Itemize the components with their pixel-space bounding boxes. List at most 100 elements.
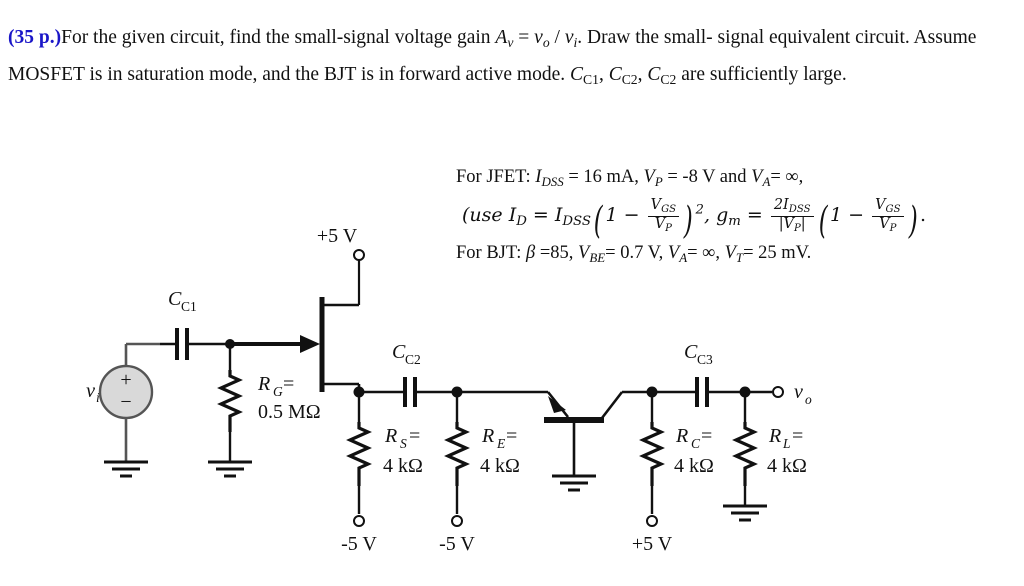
rg-equals: = — [283, 373, 294, 395]
paren-open-1: ( — [593, 199, 603, 243]
resistor-rc — [639, 422, 665, 486]
frac2-vp-sub: P — [889, 222, 897, 234]
problem-line1-b: . Draw the small- — [577, 27, 713, 48]
formula-period: . — [919, 203, 927, 226]
formula-idss: I — [554, 203, 563, 226]
id-sub: D — [516, 213, 527, 229]
vp-symbol: V — [643, 167, 655, 187]
cc2-label-sub: C2 — [405, 352, 421, 367]
resistor-rl — [732, 422, 758, 486]
points-badge: (35 p.) — [8, 27, 62, 48]
bjt-va-symbol: V — [667, 242, 680, 263]
vi-symbol: v — [564, 27, 574, 48]
resistor-rg — [217, 370, 243, 432]
bjt-va-sub: A — [679, 249, 688, 265]
resistor-re — [444, 422, 470, 486]
rs-equals: = — [409, 425, 420, 447]
rc-name: R — [675, 425, 688, 447]
rs-name: R — [384, 425, 397, 447]
rail-rc-label: +5 V — [632, 533, 673, 555]
rail-rs-label: -5 V — [341, 533, 377, 555]
va-symbol: V — [751, 167, 763, 187]
rg-sub: G — [273, 384, 283, 399]
formula-one: 1 — [605, 203, 624, 226]
gm-symbol: g — [716, 203, 729, 226]
frac-vp-sub: P — [665, 222, 672, 234]
gm-sub: m — [728, 213, 741, 229]
rail-re-terminal — [451, 515, 463, 527]
rs-value: 4 kΩ — [383, 455, 423, 477]
given-values-block: For JFET: IDSS = 16 mA, VP = -8 V and VA… — [456, 167, 1024, 272]
jfet-given-line: For JFET: IDSS = 16 mA, VP = -8 V and VA… — [456, 167, 1024, 192]
rc-sub: C — [691, 436, 701, 451]
ground-rl — [723, 504, 767, 522]
problem-line3-b: are sufficiently large. — [676, 64, 847, 86]
vp-sub: P — [654, 173, 663, 189]
gain-slash: / — [549, 27, 565, 48]
re-sub: E — [496, 436, 506, 451]
formula-eq1: = — [526, 203, 555, 226]
vi-minus-sign: − — [120, 391, 131, 413]
re-value: 4 kΩ — [480, 455, 520, 477]
vi-symbol-sub: i — [573, 35, 578, 51]
formula-eq2: = — [740, 203, 769, 226]
cap-cc2-symbol: C — [608, 64, 622, 86]
frac-2idss-sub: DSS — [788, 203, 811, 215]
rc-equals: = — [701, 425, 712, 447]
cc3-label-sub: C3 — [697, 352, 713, 367]
vo-symbol-sub: o — [542, 35, 550, 51]
beta-value: =85, — [535, 242, 579, 263]
formula-idss-sub: DSS — [562, 213, 592, 229]
gain-equals: = — [513, 27, 535, 48]
vdd-top-label: +5 V — [317, 225, 358, 247]
vp-value: = -8 V and — [662, 167, 752, 187]
cc3-label: C — [684, 341, 698, 363]
paren-close-1: ) — [683, 199, 693, 243]
rl-sub: L — [782, 436, 791, 451]
vt-sub: T — [735, 249, 744, 265]
rc-value: 4 kΩ — [674, 455, 714, 477]
cap-cc1-symbol: C — [570, 64, 584, 86]
rg-value: 0.5 MΩ — [258, 401, 321, 423]
gain-symbol: A — [495, 27, 508, 48]
re-name: R — [481, 425, 494, 447]
problem-line1-a: For the given circuit, find the small-si… — [61, 27, 496, 48]
vbe-value: = 0.7 V, — [605, 242, 668, 263]
problem-line3-a: active mode. — [465, 64, 570, 86]
va-value: = ∞, — [770, 167, 804, 187]
frac-vgs: V — [650, 196, 662, 213]
vbe-symbol: V — [578, 242, 590, 263]
formula-minus: − — [623, 203, 646, 226]
rs-sub: S — [400, 436, 407, 451]
frac-vp: V — [654, 215, 666, 232]
vi-plus-sign: + — [120, 369, 131, 391]
idss-value: = 16 mA, — [563, 167, 644, 187]
bjt-emitter-arrow — [548, 396, 566, 413]
vt-symbol: V — [724, 242, 736, 263]
frac2-vgs-sub: GS — [885, 203, 901, 215]
cap-cc2b-symbol: C — [647, 64, 661, 86]
re-equals: = — [506, 425, 517, 447]
frac-absvp-end: | — [800, 215, 806, 232]
cc1-label: C — [168, 288, 182, 310]
vo-symbol: v — [534, 27, 543, 48]
cap-cc2b-sub: C2 — [660, 72, 677, 88]
formula-minus-2: − — [848, 203, 871, 226]
frac-2idss: 2I — [773, 196, 789, 213]
vt-value: = 25 mV. — [743, 242, 812, 263]
frac2-vgs: V — [875, 196, 886, 213]
cc1-label-sub: C1 — [181, 299, 197, 314]
ground-bjt-base — [552, 474, 596, 492]
jfet-label: For JFET: — [456, 167, 536, 187]
cap-cc2-sub: C2 — [621, 72, 638, 88]
idss-symbol: I — [535, 167, 542, 187]
id-symbol: I — [508, 203, 517, 226]
idss-sub: DSS — [541, 173, 564, 189]
circuit-diagram: +5 V v i + − C C1 — [86, 225, 812, 555]
rl-value: 4 kΩ — [767, 455, 807, 477]
vi-source-label: v — [86, 380, 95, 402]
bjt-label: For BJT: — [456, 242, 527, 263]
vbe-sub: BE — [589, 249, 606, 265]
frac-absvp: |V — [778, 215, 794, 232]
